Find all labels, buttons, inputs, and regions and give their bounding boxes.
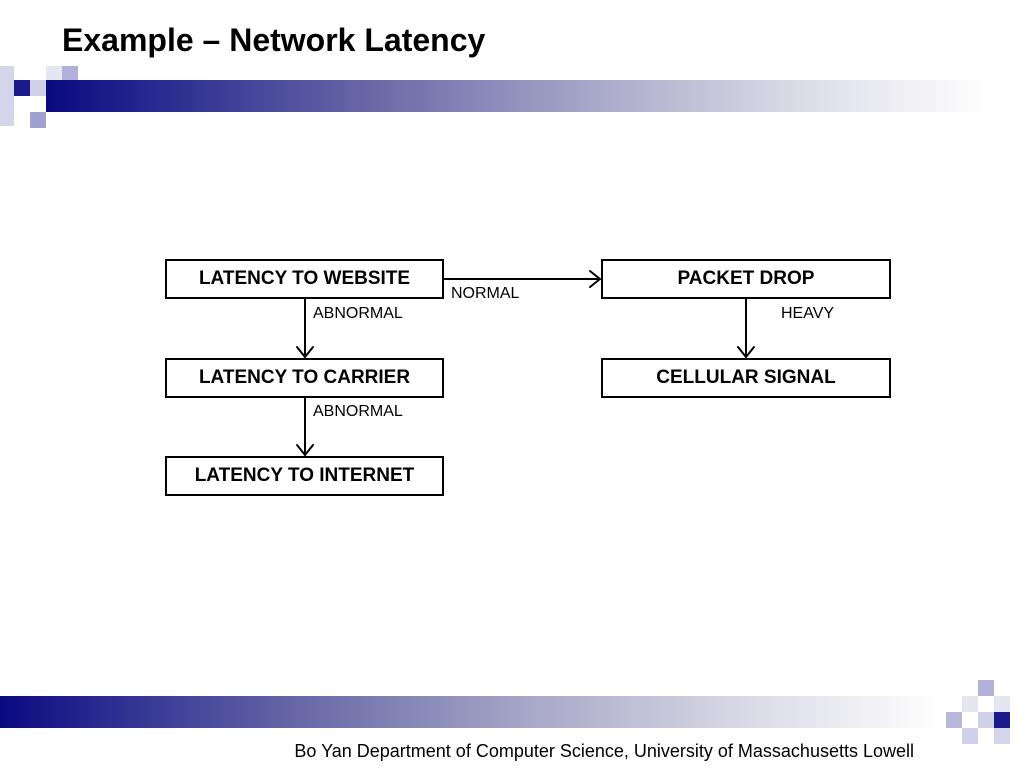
edge-label-heavy: HEAVY [781, 305, 835, 322]
node-cellular-signal: CELLULAR SIGNAL [601, 358, 891, 398]
edge-label-abnormal-1: ABNORMAL [313, 305, 403, 322]
node-packet-drop: PACKET DROP [601, 259, 891, 299]
bottom-gradient-bar [0, 696, 1024, 728]
arrow-website-to-packet-drop [443, 270, 601, 288]
node-latency-to-website: LATENCY TO WEBSITE [165, 259, 444, 299]
slide-title: Example – Network Latency [62, 22, 486, 58]
top-gradient-bar [46, 80, 990, 112]
node-latency-to-carrier: LATENCY TO CARRIER [165, 358, 444, 398]
edge-label-normal: NORMAL [451, 285, 520, 302]
node-latency-to-internet: LATENCY TO INTERNET [165, 456, 444, 496]
arrow-packet-drop-to-cellular [737, 298, 755, 358]
arrow-website-to-carrier [296, 298, 314, 358]
slide-footer: Bo Yan Department of Computer Science, U… [294, 741, 914, 761]
edge-label-abnormal-2: ABNORMAL [313, 403, 403, 420]
arrow-carrier-to-internet [296, 397, 314, 456]
